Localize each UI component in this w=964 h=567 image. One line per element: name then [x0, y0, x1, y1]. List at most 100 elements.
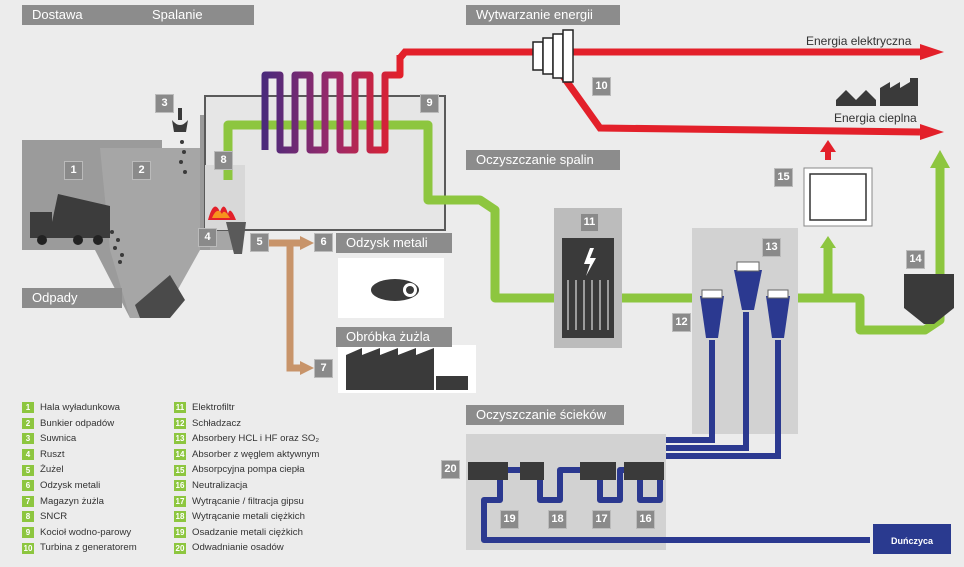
legend-number: 7: [22, 495, 34, 507]
legend-item-12: 12 Schładzacz: [174, 416, 319, 432]
legend-item-13: 13 Absorbery HCL i HF oraz SO₂: [174, 431, 319, 447]
marker-18: 18: [548, 510, 567, 529]
marker-8: 8: [214, 151, 233, 170]
marker-13: 13: [762, 238, 781, 257]
banner-wytwarzanie: Wytwarzanie energii: [466, 5, 620, 25]
falling-waste: [110, 230, 124, 264]
legend-number: 10: [22, 542, 34, 554]
marker-12: 12: [672, 313, 691, 332]
slag-pipe: [268, 239, 300, 372]
green-arrow-out: [930, 150, 950, 168]
banner-oczyszczanie-sciekow: Oczyszczanie ścieków: [466, 405, 624, 425]
electrofilter: [562, 238, 614, 338]
waste-pile: [135, 275, 185, 318]
truck: [30, 194, 110, 245]
legend-label: Absorber z węglem aktywnym: [192, 448, 320, 460]
legend-label: Osadzanie metali ciężkich: [192, 526, 303, 538]
banner-spalanie: Spalanie: [142, 5, 254, 25]
marker-3: 3: [155, 94, 174, 113]
legend-label: Kocioł wodno-parowy: [40, 526, 132, 538]
legend-item-19: 19 Osadzanie metali ciężkich: [174, 525, 319, 541]
slag-arrow-storage: [300, 361, 314, 375]
crane-grabber: [172, 108, 188, 174]
legend-number: 19: [174, 527, 186, 539]
legend-label: Hala wyładunkowa: [40, 402, 120, 413]
legend-label: Żużel: [40, 464, 64, 476]
legend-number: 5: [22, 464, 34, 476]
turbine: [532, 29, 574, 83]
legend-number: 16: [174, 480, 186, 492]
legend-item-1: 1 Hala wyładunkowa: [22, 400, 137, 416]
legend-number: 11: [174, 402, 186, 414]
flames: [208, 206, 236, 220]
legend-number: 13: [174, 433, 186, 445]
wastewater-box: [466, 434, 666, 550]
banner-oczyszczanie-spalin: Oczyszczanie spalin: [466, 150, 620, 170]
boiler-coils: [261, 55, 404, 154]
carbon-absorber: [904, 274, 954, 324]
legend-label: Odzysk metali: [40, 479, 101, 491]
steam-pipe-electric: [397, 48, 920, 61]
banner-odpady: Odpady: [22, 288, 122, 308]
legend-number: 15: [174, 464, 186, 476]
legend-number: 12: [174, 417, 186, 429]
scrubbers: [700, 270, 790, 338]
slag-truck: [436, 376, 468, 390]
legend-item-9: 9 Kocioł wodno-parowy: [22, 525, 137, 541]
legend-item-6: 6 Odzysk metali: [22, 478, 137, 494]
banner-dostawa: Dostawa: [22, 5, 142, 25]
heat-pump-arrow: [820, 140, 836, 152]
legend-number: 9: [22, 527, 34, 539]
marker-6: 6: [314, 233, 333, 252]
banner-odzysk-metali: Odzysk metali: [336, 233, 452, 253]
wastewater-pipes: [665, 312, 781, 459]
legend-number: 14: [174, 449, 186, 461]
legend-number: 6: [22, 480, 34, 492]
legend-item-20: 20 Odwadnianie osadów: [174, 540, 319, 556]
legend-label: Wytrącanie / filtracja gipsu: [192, 495, 304, 507]
marker-7: 7: [314, 359, 333, 378]
legend-item-14: 14 Absorber z węglem aktywnym: [174, 447, 319, 463]
label-energia-cieplna: Energia cieplna: [834, 111, 917, 125]
legend-label: Absorbery HCL i HF oraz SO₂: [192, 433, 320, 445]
heat-consumers: [836, 78, 918, 106]
waste-bunker: [100, 148, 235, 318]
legend-number: 20: [174, 542, 186, 554]
river-dunczyca: Duńczyca: [873, 524, 951, 554]
legend-number: 17: [174, 495, 186, 507]
slag-arrow-metals: [300, 236, 314, 250]
legend-label: Odwadnianie osadów: [192, 542, 284, 554]
legend-label: Magazyn żużla: [40, 495, 104, 507]
slag-storage: [346, 348, 434, 390]
legend-number: 4: [22, 449, 34, 461]
legend-label: Wytrącanie metali ciężkich: [192, 511, 305, 523]
legend-label: Schładzacz: [192, 417, 242, 429]
legend-label: Neutralizacja: [192, 479, 248, 491]
legend-number: 1: [22, 402, 34, 414]
legend-label: Ruszt: [40, 448, 65, 460]
marker-17: 17: [592, 510, 611, 529]
marker-20: 20: [441, 460, 460, 479]
wastewater-tanks: [468, 462, 664, 480]
legend-number: 8: [22, 511, 34, 523]
marker-5: 5: [250, 233, 269, 252]
marker-2: 2: [132, 161, 151, 180]
legend-item-16: 16 Neutralizacja: [174, 478, 319, 494]
legend-label: Bunkier odpadów: [40, 417, 115, 429]
banner-obrobka-zuzla: Obróbka żużla: [336, 327, 452, 347]
legend-label: Suwnica: [40, 433, 77, 445]
electrofilter-plates: [567, 280, 609, 330]
marker-19: 19: [500, 510, 519, 529]
magnet-conveyor: [371, 279, 419, 301]
electric-arrow: [920, 44, 944, 60]
bolt-icon: [584, 248, 596, 276]
